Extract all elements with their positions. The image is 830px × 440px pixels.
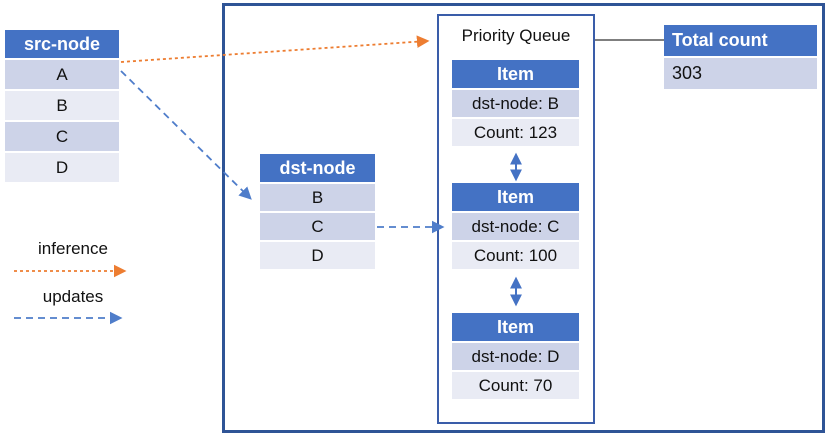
queue-item-2-count: Count: 100 — [452, 242, 579, 269]
priority-queue-title: Priority Queue — [461, 26, 571, 45]
total-count-value: 303 — [664, 58, 817, 89]
legend-inference-label: inference — [38, 239, 108, 258]
dst-node-table: dst-node B C D — [260, 154, 375, 271]
queue-item-2-dst-node: dst-node: C — [452, 213, 579, 240]
total-count-header: Total count — [664, 25, 817, 56]
queue-item-2: Item dst-node: C Count: 100 — [452, 183, 579, 271]
src-node-table-header: src-node — [5, 30, 119, 58]
dst-node-table-header: dst-node — [260, 154, 375, 182]
queue-item-1-dst-node: dst-node: B — [452, 90, 579, 117]
system-boundary-box — [222, 3, 825, 433]
src-node-table: src-node A B C D — [5, 30, 119, 184]
src-node-row-b: B — [5, 91, 119, 120]
queue-item-3-count: Count: 70 — [452, 372, 579, 399]
dst-node-row-d: D — [260, 242, 375, 269]
queue-item-1-count: Count: 123 — [452, 119, 579, 146]
src-node-row-d: D — [5, 153, 119, 182]
total-count-table: Total count 303 — [664, 25, 817, 91]
legend-updates-label: updates — [42, 287, 104, 306]
queue-item-3: Item dst-node: D Count: 70 — [452, 313, 579, 401]
queue-item-1-header: Item — [452, 60, 579, 88]
queue-item-3-dst-node: dst-node: D — [452, 343, 579, 370]
dst-node-row-c: C — [260, 213, 375, 240]
src-node-row-c: C — [5, 122, 119, 151]
dst-node-row-b: B — [260, 184, 375, 211]
src-node-row-a: A — [5, 60, 119, 89]
queue-item-1: Item dst-node: B Count: 123 — [452, 60, 579, 148]
queue-item-3-header: Item — [452, 313, 579, 341]
queue-item-2-header: Item — [452, 183, 579, 211]
